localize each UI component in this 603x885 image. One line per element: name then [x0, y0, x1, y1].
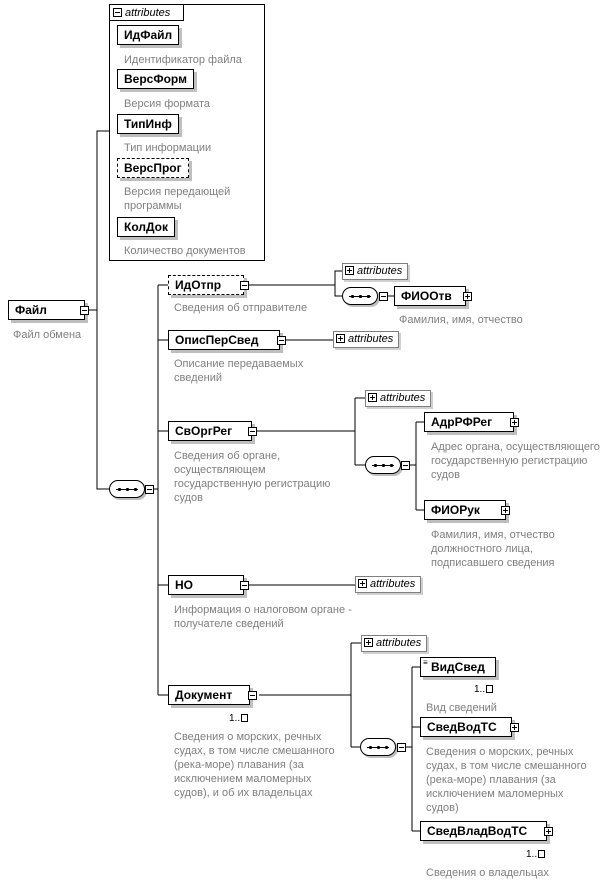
element-no-desc: Информация о налоговом органе - получате…: [174, 604, 352, 630]
attributes-label: attributes: [380, 392, 426, 404]
root-element-desc: Файл обмена: [13, 329, 82, 341]
element-fiootv[interactable]: ФИООтв: [394, 286, 466, 306]
attributes-label: attributes: [370, 578, 416, 590]
element-svedvladvodts-desc: Сведения о владельцах: [426, 867, 549, 879]
attributes-box-dokument[interactable]: attributes: [361, 635, 428, 652]
attribute-koldok[interactable]: КолДок: [117, 217, 176, 237]
expand-icon[interactable]: [510, 418, 519, 427]
expand-icon[interactable]: [345, 265, 354, 275]
attribute-tipinf-desc: Тип информации: [124, 142, 212, 154]
collapse-icon[interactable]: [240, 581, 249, 590]
element-idotpr-desc: Сведения об отправителе: [174, 302, 308, 314]
expand-icon[interactable]: [364, 637, 373, 647]
sequence-compositor-icon: [342, 287, 378, 305]
element-vidsved[interactable]: ≡ВидСвед: [420, 657, 498, 679]
element-fiootv-desc: Фамилия, имя, отчество: [399, 314, 523, 326]
collapse-icon[interactable]: [397, 743, 406, 752]
collapse-icon[interactable]: [240, 281, 249, 290]
expand-icon[interactable]: [463, 292, 472, 301]
attribute-versprog-desc: Версия передающей программы: [124, 186, 231, 212]
attribute-idfajl-desc: Идентификатор файла: [124, 54, 242, 66]
element-fioruk[interactable]: ФИОРук: [424, 500, 506, 520]
element-no[interactable]: НО: [168, 575, 244, 595]
element-adrrfreg-desc: Адрес органа, осуществляющего государств…: [431, 441, 600, 481]
sequence-compositor-icon: [109, 480, 145, 498]
element-svedvodts[interactable]: СведВодТС: [420, 717, 512, 737]
attribute-idfajl[interactable]: ИдФайл: [117, 25, 180, 45]
root-element-fajl[interactable]: Файл: [8, 300, 85, 320]
attribute-versprog[interactable]: ВерсПрог: [117, 158, 189, 178]
element-svorgreg[interactable]: СвОргРег: [168, 421, 252, 441]
collapse-icon[interactable]: [145, 485, 154, 494]
attributes-label: attributes: [357, 265, 403, 277]
attribute-versform[interactable]: ВерсФорм: [117, 69, 194, 89]
collapse-icon[interactable]: [113, 7, 122, 17]
collapse-icon[interactable]: [379, 292, 388, 301]
element-opispersved[interactable]: ОписПерСвед: [168, 330, 280, 350]
attributes-box-svorgreg[interactable]: attributes: [365, 390, 432, 407]
expand-icon[interactable]: [501, 506, 510, 515]
attribute-koldok-desc: Количество документов: [124, 245, 246, 257]
attribute-tipinf[interactable]: ТипИнф: [117, 114, 179, 134]
expand-icon[interactable]: [544, 827, 553, 836]
attribute-versform-desc: Версия формата: [124, 98, 210, 110]
sequence-compositor-icon: [360, 738, 396, 756]
element-fioruk-desc: Фамилия, имя, отчество должностного лица…: [431, 529, 555, 569]
multiplicity-svedvladvodts: 1..: [526, 850, 545, 860]
attributes-box-opispersved[interactable]: attributes: [333, 331, 400, 348]
collapse-icon[interactable]: [401, 461, 410, 470]
collapse-icon[interactable]: [80, 306, 89, 315]
expand-icon[interactable]: [510, 723, 519, 732]
simple-type-icon: ≡: [423, 658, 428, 667]
multiplicity-vidsved: 1..: [474, 685, 493, 695]
element-svedvladvodts[interactable]: СведВладВодТС: [420, 821, 549, 843]
attributes-label: attributes: [348, 333, 394, 345]
element-opispersved-desc: Описание передаваемых сведений: [174, 358, 304, 384]
collapse-icon[interactable]: [248, 427, 257, 436]
sequence-compositor-icon: [365, 456, 401, 474]
attribute-group-header: attributes: [110, 5, 184, 21]
element-svorgreg-desc: Сведения об органе, осуществляющем госуд…: [174, 450, 331, 504]
expand-icon[interactable]: [368, 392, 377, 402]
element-idotpr[interactable]: ИдОтпр: [168, 275, 244, 295]
attributes-box-no[interactable]: attributes: [355, 576, 422, 593]
attribute-group-label: attributes: [125, 7, 171, 19]
element-adrrfreg[interactable]: АдрРФРег: [424, 412, 514, 432]
element-dokument-desc: Сведения о морских, речных судах, в том …: [174, 731, 335, 799]
attributes-label: attributes: [376, 637, 422, 649]
element-vidsved-label: ВидСвед: [431, 660, 485, 674]
attributes-box-idotpr[interactable]: attributes: [342, 263, 409, 280]
element-svedvodts-desc: Сведения о морских, речных судах, в том …: [426, 746, 587, 814]
collapse-icon[interactable]: [248, 691, 257, 700]
multiplicity-dokument: 1..: [229, 714, 248, 724]
element-vidsved-desc: Вид сведений: [426, 702, 497, 714]
collapse-icon[interactable]: [277, 336, 286, 345]
expand-icon[interactable]: [358, 578, 367, 588]
expand-icon[interactable]: [336, 333, 345, 343]
element-dokument[interactable]: Документ: [168, 685, 252, 707]
